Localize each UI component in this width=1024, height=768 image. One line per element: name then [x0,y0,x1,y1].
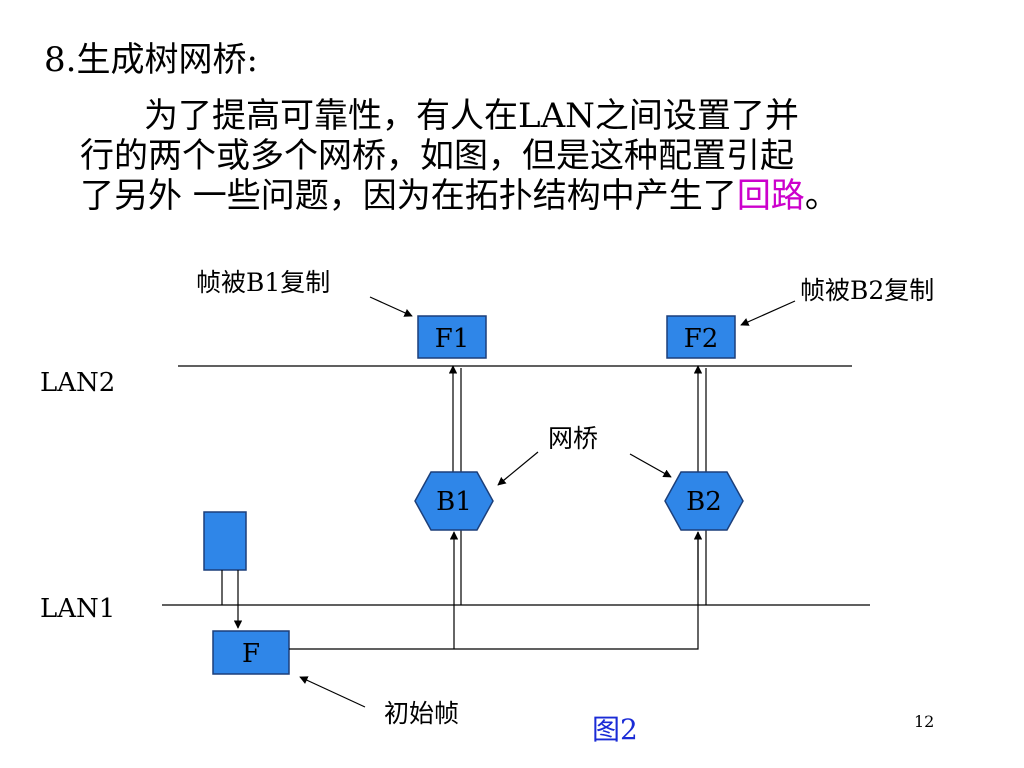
loop-highlight: 回路 [736,176,805,216]
page-number: 12 [914,712,935,731]
paragraph-line-3-prefix: 了另外 一些问题，因为在拓扑结构中产生了 [80,176,737,216]
bridge-b2-label: B2 [686,487,722,517]
host-station [203,511,247,571]
initial-frame-pointer [299,676,366,708]
paragraph-line-1: 为了提高可靠性，有人在LAN之间设置了并 [144,96,799,136]
frame-f1-label: F1 [435,324,470,354]
initial-frame-box [212,630,290,675]
copied-by-b2-annotation: 帧被B2复制 [800,276,934,305]
bridge-b1-pointer [497,451,539,486]
paragraph-line-3: 了另外 一些问题，因为在拓扑结构中产生了回路。 [80,176,839,216]
bridge-b1 [414,471,494,531]
frame-path [289,532,699,650]
initial-frame-annotation: 初始帧 [384,699,459,728]
lan1-label: LAN1 [40,594,115,624]
bridge-b2 [664,471,744,531]
bridge-b2-pointer [629,453,672,478]
slide-paragraph: 为了提高可靠性，有人在LAN之间设置了并 行的两个或多个网桥，如图，但是这种配置… [80,96,839,216]
copied-by-b1-pointer [369,296,413,317]
frame-f1-box [417,315,487,359]
frame-f2-box [666,315,736,359]
frame-f2-label: F2 [684,324,719,354]
paragraph-line-3-suffix: 。 [804,176,839,216]
bridge-b1-label: B1 [436,487,472,517]
figure-caption: 图2 [592,713,638,746]
slide-heading: 8.生成树网桥: [44,40,258,80]
bridge-annotation: 网桥 [548,424,598,453]
copied-by-b2-pointer [740,300,796,326]
initial-frame-label: F [242,639,260,669]
lan2-label: LAN2 [40,368,115,398]
paragraph-line-2: 行的两个或多个网桥，如图，但是这种配置引起 [80,136,794,176]
copied-by-b1-annotation: 帧被B1复制 [196,268,330,297]
